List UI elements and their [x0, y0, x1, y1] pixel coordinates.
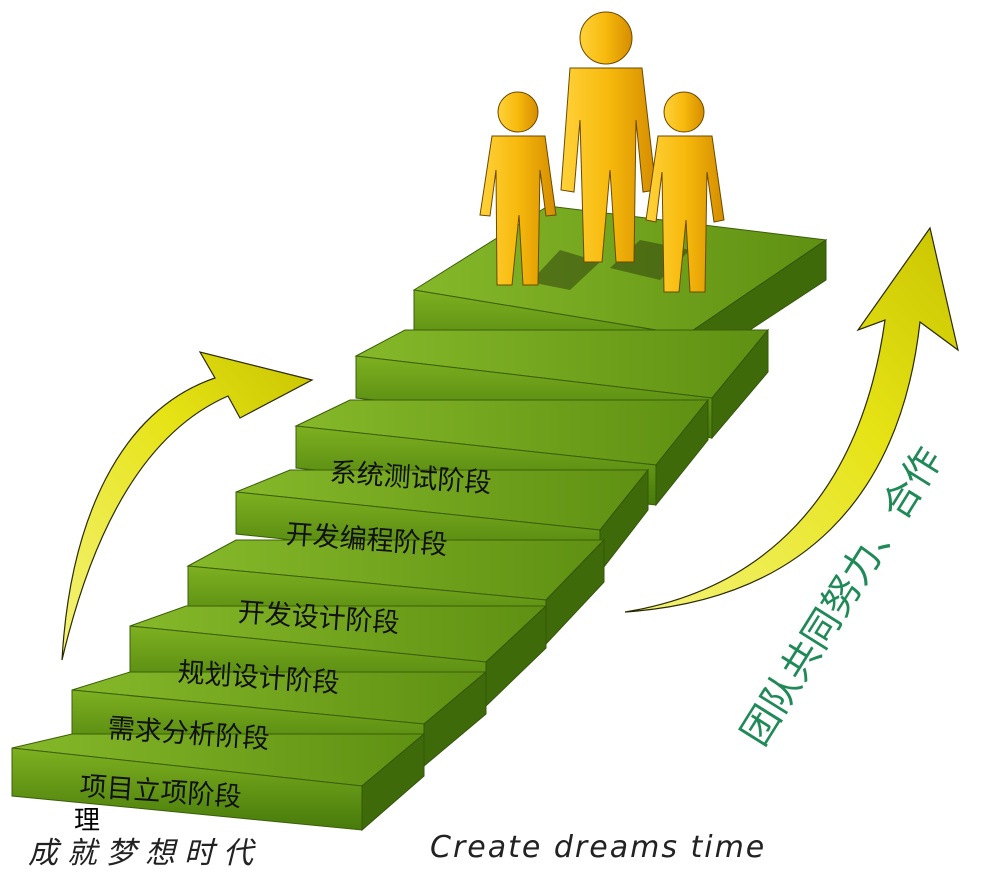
people-figures-icon — [479, 11, 725, 293]
curved-arrow-right-icon — [624, 226, 959, 613]
footer-chinese: 成就梦想时代 — [28, 836, 262, 871]
person-right — [645, 91, 725, 293]
step-1 — [11, 732, 426, 832]
footer-english: Create dreams time — [430, 830, 767, 865]
curved-arrow-left-icon — [61, 351, 314, 661]
person-left — [479, 91, 557, 286]
staircase — [11, 205, 828, 832]
stage-extra-char: 理 — [74, 806, 101, 836]
